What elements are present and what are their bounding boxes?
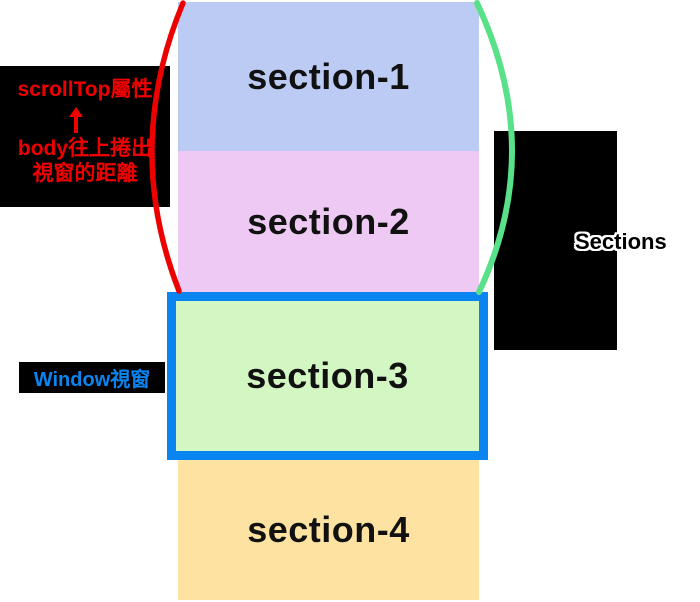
section-2: section-2 [178,151,479,292]
sections-label: Sections [575,229,667,254]
arrow-shaft [74,117,78,133]
section-3: section-3 [176,301,479,451]
scroll-distance-text-line2: 視窗的距離 [32,162,138,185]
window-viewport: section-3 [167,292,488,460]
section-1-label: section-1 [247,55,410,97]
window-label: Window視窗 [19,362,165,393]
window-label-text: Window視窗 [33,369,151,391]
scroll-distance-text-line1: body往上捲出 [17,137,153,160]
section-3-label: section-3 [246,355,409,396]
scrolltop-annotation: scrollTop屬性 body往上捲出 視窗的距離 [0,66,170,207]
section-4-label: section-4 [247,509,410,550]
section-2-label: section-2 [247,200,410,242]
arrow-head [69,107,83,117]
section-1: section-1 [178,2,479,151]
arrow-up-icon [69,107,83,133]
section-4: section-4 [178,460,479,600]
scrolltop-attr-label: scrollTop屬性 [17,78,153,101]
